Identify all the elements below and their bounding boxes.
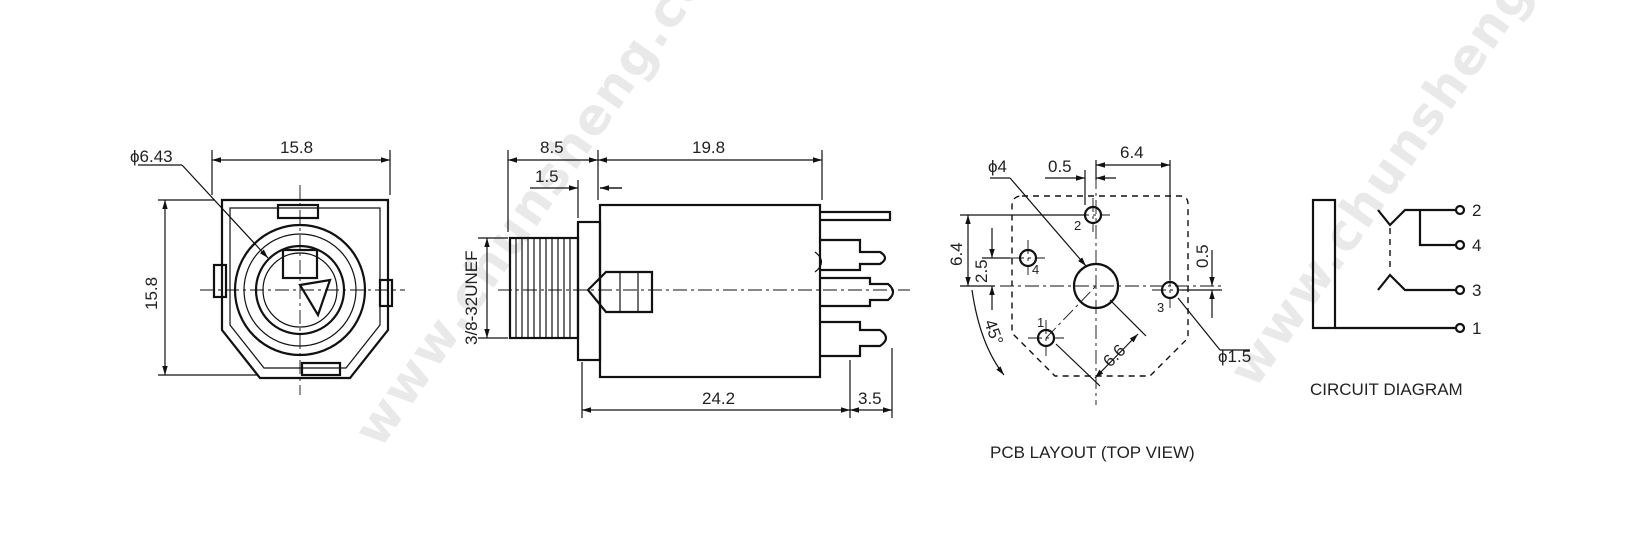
- circuit-pin-3: 3: [1472, 281, 1481, 300]
- front-view: 15.8 15.8 ϕ6.43: [130, 138, 405, 395]
- flange-label: 1.5: [535, 167, 559, 186]
- circuit-pin-2: 2: [1472, 201, 1481, 220]
- watermark-right: www.chunsheng.com: [1217, 0, 1626, 397]
- circuit-caption: CIRCUIT DIAGRAM: [1310, 380, 1463, 399]
- pcb-angle-label: 45°: [980, 317, 1007, 348]
- pcb-offset-x-label: 0.5: [1048, 157, 1072, 176]
- front-height-label: 15.8: [142, 277, 161, 310]
- pcb-span-x-label: 6.4: [1120, 143, 1144, 162]
- pin-length-label: 3.5: [858, 389, 882, 408]
- body-length-label: 19.8: [692, 138, 725, 157]
- front-diameter-label: ϕ6.43: [130, 147, 173, 166]
- total-length-label: 24.2: [702, 389, 735, 408]
- pcb-pin-3: 3: [1157, 300, 1164, 315]
- pcb-diagonal-label: 6.6: [1099, 341, 1129, 371]
- side-view: 8.5 19.8 1.5 3/8-32UNEF 24.2 3.5: [462, 138, 910, 418]
- circuit-pin-4: 4: [1472, 236, 1481, 255]
- pcb-layout-caption: PCB LAYOUT (TOP VIEW): [990, 443, 1195, 462]
- watermark-left: www.chunsheng.com: [342, 0, 751, 457]
- pcb-hole-large-label: ϕ4: [988, 157, 1007, 176]
- circuit-pin-1: 1: [1472, 319, 1481, 338]
- pcb-layout: 2 4 3 1 0.5 6.4 ϕ4 6.4 2.5 0.5 ϕ1.5: [947, 143, 1251, 462]
- pcb-pin-2: 2: [1074, 218, 1081, 233]
- pcb-pin-4: 4: [1032, 262, 1039, 277]
- front-width-label: 15.8: [280, 138, 313, 157]
- pcb-hole-small-label: ϕ1.5: [1218, 347, 1251, 366]
- pcb-offset-y-right-label: 0.5: [1193, 244, 1212, 268]
- thread-spec-label: 3/8-32UNEF: [462, 251, 481, 345]
- pcb-pin-1: 1: [1037, 315, 1044, 330]
- circuit-diagram: 2 4 3 1 CIRCUIT DIAGRAM: [1310, 198, 1481, 399]
- pcb-offset-y-left-label: 2.5: [972, 259, 991, 283]
- thread-length-label: 8.5: [540, 138, 564, 157]
- pcb-span-y-label: 6.4: [947, 242, 966, 266]
